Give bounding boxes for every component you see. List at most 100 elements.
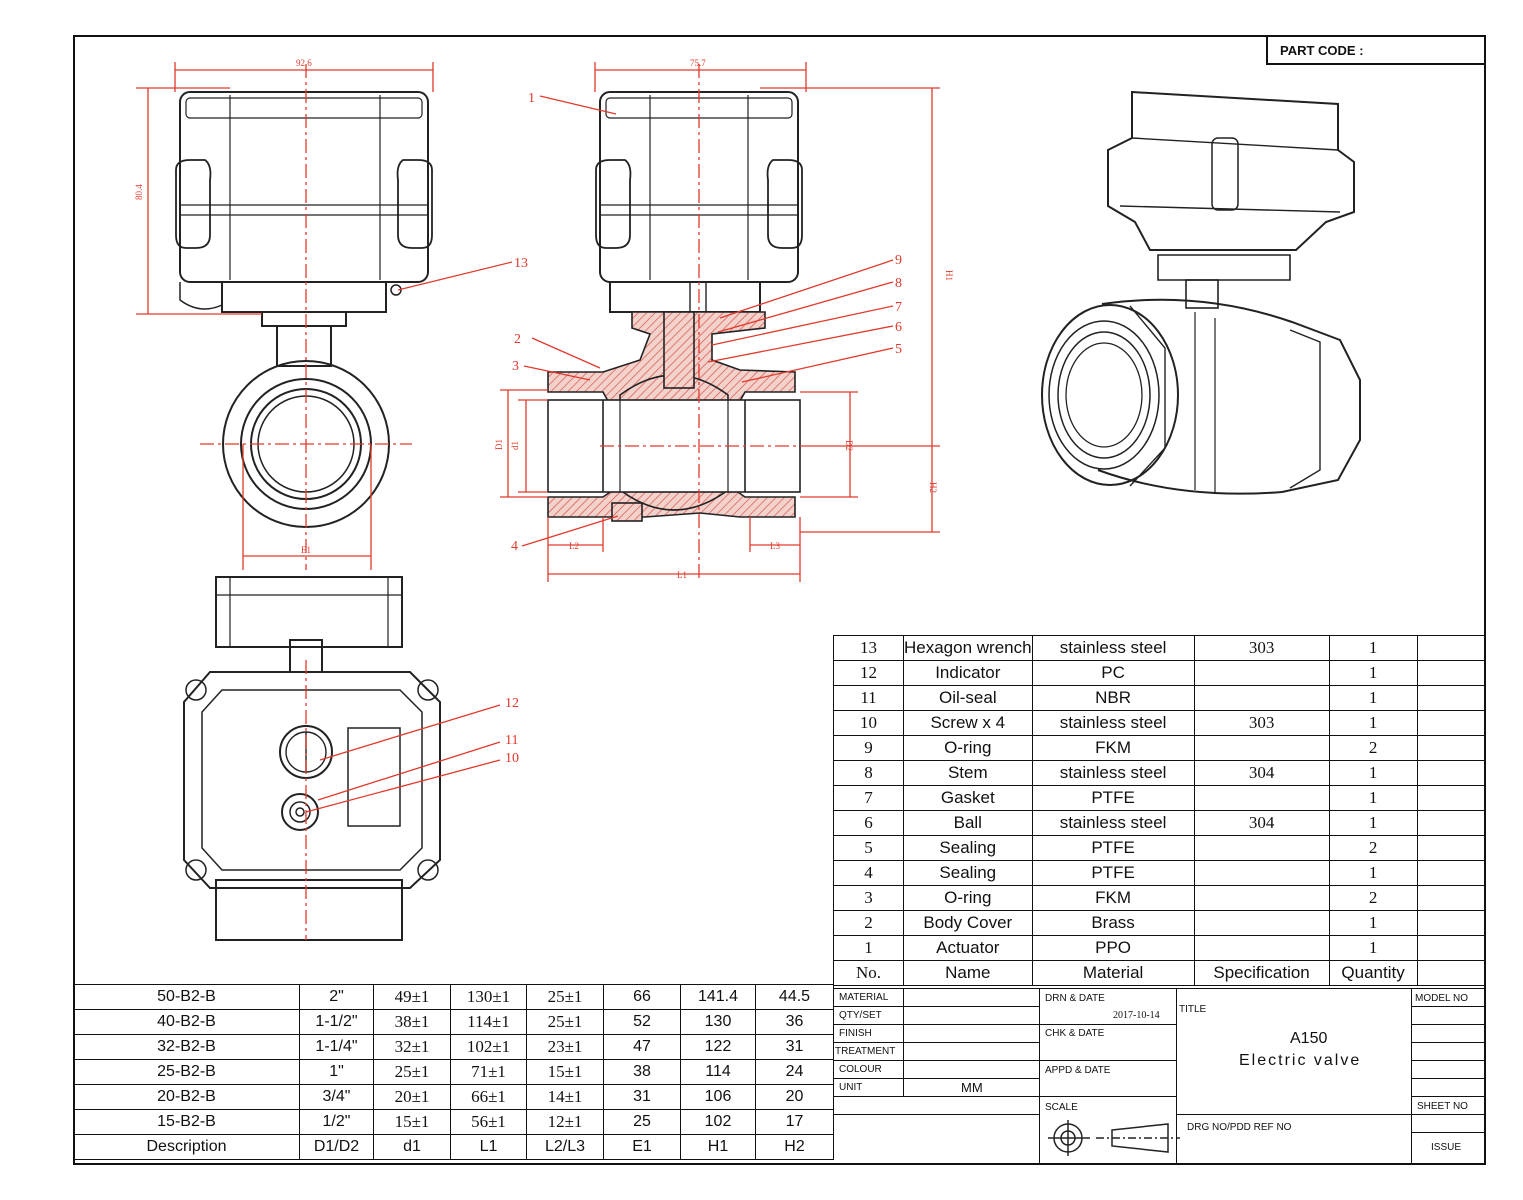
label-window [347, 727, 401, 827]
dim-label-l1: L1 [677, 570, 687, 580]
tb-title-code: A150 [1290, 1030, 1328, 1047]
dims-header-cell: H1 [680, 1134, 756, 1160]
dim-label-e1: E1 [301, 545, 311, 555]
parts-cell-spec [1193, 935, 1330, 961]
parts-cell-blank [1416, 835, 1486, 861]
tb-model-no: MODEL NO [1415, 993, 1468, 1004]
parts-cell-no: 1 [833, 935, 904, 961]
tb-unit: UNIT [839, 1082, 863, 1093]
front-left-clip [175, 159, 212, 249]
dims-cell: 56±1 [450, 1109, 527, 1135]
dims-cell: 25±1 [373, 1059, 451, 1085]
iso-port-outer [1041, 304, 1179, 486]
dims-cell: 31 [755, 1034, 834, 1060]
parts-cell-material: PPO [1031, 935, 1195, 961]
dims-cell: 130±1 [450, 984, 527, 1010]
parts-header-spec: Specification [1193, 960, 1330, 986]
parts-cell-no: 6 [833, 810, 904, 836]
parts-cell-spec [1193, 785, 1330, 811]
dims-cell: 49±1 [373, 984, 451, 1010]
parts-cell-no: 13 [833, 635, 904, 661]
dims-cell: 20-B2-B [73, 1084, 300, 1110]
parts-cell-spec [1193, 860, 1330, 886]
dims-header-cell: Description [73, 1134, 300, 1160]
parts-cell-qty: 2 [1328, 735, 1418, 761]
parts-cell-spec: 303 [1193, 635, 1330, 661]
parts-cell-spec [1193, 735, 1330, 761]
callout-10: 10 [505, 751, 519, 766]
parts-cell-no: 11 [833, 685, 904, 711]
dims-cell: 47 [603, 1034, 681, 1060]
parts-cell-material: FKM [1031, 885, 1195, 911]
dims-cell: 38 [603, 1059, 681, 1085]
dim-label-h2: H2 [928, 482, 938, 493]
dim-label-h1: H1 [944, 270, 954, 281]
scale-symbol [1048, 1120, 1180, 1156]
dims-header-cell: D1/D2 [299, 1134, 374, 1160]
drawing-sheet-border [73, 35, 1486, 1165]
parts-cell-spec: 303 [1193, 710, 1330, 736]
dims-cell: 20 [755, 1084, 834, 1110]
parts-cell-blank [1416, 785, 1486, 811]
parts-cell-qty: 1 [1328, 685, 1418, 711]
parts-cell-name: Screw x 4 [903, 710, 1033, 736]
dims-cell: 102 [680, 1109, 756, 1135]
callout-3: 3 [512, 359, 519, 374]
tb-drn-date-value: 2017-10-14 [1113, 1010, 1160, 1021]
parts-cell-qty: 1 [1328, 810, 1418, 836]
dims-cell: 40-B2-B [73, 1009, 300, 1035]
parts-cell-material: stainless steel [1031, 710, 1195, 736]
tb-material: MATERIAL [839, 992, 889, 1003]
parts-cell-blank [1416, 660, 1486, 686]
parts-cell-no: 3 [833, 885, 904, 911]
dims-cell: 66 [603, 984, 681, 1010]
parts-cell-blank [1416, 635, 1486, 661]
dims-cell: 38±1 [373, 1009, 451, 1035]
tb-scale: SCALE [1045, 1102, 1078, 1113]
top-pipe-lower [215, 879, 403, 941]
parts-cell-name: Oil-seal [903, 685, 1033, 711]
section-dim-labels: 75.7 H1 H2 D1 d1 D2 L1 L2 L3 [494, 58, 954, 580]
callout-4: 4 [511, 539, 518, 554]
callout-numbers: 1 2 3 4 5 6 7 8 9 10 11 12 13 [505, 91, 902, 766]
part-code-label: PART CODE : [1266, 37, 1484, 65]
front-dim-labels: 92.6 80.4 E1 [134, 58, 312, 555]
parts-cell-spec: 304 [1193, 810, 1330, 836]
dims-cell: 15±1 [373, 1109, 451, 1135]
parts-cell-spec: 304 [1193, 760, 1330, 786]
parts-cell-material: stainless steel [1031, 760, 1195, 786]
dims-cell: 1/2" [299, 1109, 374, 1135]
dims-cell: 25±1 [526, 1009, 604, 1035]
callout-13: 13 [514, 256, 528, 271]
dims-cell: 114±1 [450, 1009, 527, 1035]
callout-6: 6 [895, 320, 902, 335]
dims-cell: 31 [603, 1084, 681, 1110]
parts-cell-material: NBR [1031, 685, 1195, 711]
parts-cell-material: PTFE [1031, 785, 1195, 811]
front-dimensions [136, 62, 513, 570]
parts-cell-name: Ball [903, 810, 1033, 836]
parts-cell-qty: 1 [1328, 785, 1418, 811]
tb-issue: ISSUE [1431, 1142, 1462, 1153]
dim-label-80-4: 80.4 [134, 184, 144, 200]
parts-cell-blank [1416, 910, 1486, 936]
parts-cell-blank [1416, 760, 1486, 786]
parts-cell-qty: 1 [1328, 860, 1418, 886]
parts-cell-spec [1193, 660, 1330, 686]
parts-cell-qty: 1 [1328, 910, 1418, 936]
parts-cell-spec [1193, 685, 1330, 711]
dims-cell: 17 [755, 1109, 834, 1135]
parts-header-no: No. [833, 960, 904, 986]
dims-cell: 24 [755, 1059, 834, 1085]
parts-cell-no: 8 [833, 760, 904, 786]
parts-cell-blank [1416, 710, 1486, 736]
stem-section [663, 311, 695, 389]
